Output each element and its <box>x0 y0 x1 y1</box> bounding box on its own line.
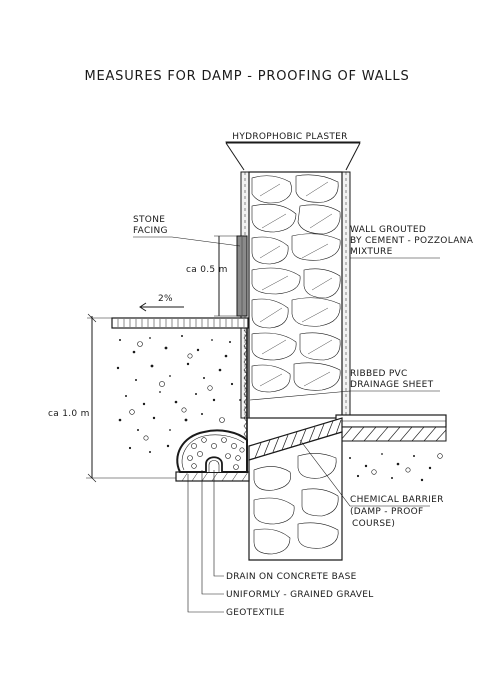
label-slope: 2% <box>158 294 173 304</box>
label-wall-grouted-2: BY CEMENT - POZZOLANA <box>350 236 474 246</box>
label-stone-facing-2: FACING <box>133 226 168 236</box>
drain-pipe <box>205 456 223 472</box>
interior-floor <box>335 414 447 482</box>
label-hydrophobic-plaster: HYDROPHOBIC PLASTER <box>232 132 347 142</box>
label-height-0-5: ca 0.5 m <box>186 265 228 275</box>
dimension-0-5m <box>214 235 238 317</box>
label-ribbed-pvc-2: DRAINAGE SHEET <box>350 380 434 390</box>
dimension-1-0m <box>86 313 176 483</box>
label-chemical-barrier-2: (DAMP - PROOF <box>350 507 424 517</box>
concrete-base <box>175 471 250 482</box>
label-wall-grouted-3: MIXTURE <box>350 247 393 257</box>
label-gravel: UNIFORMLY - GRAINED GRAVEL <box>226 590 374 600</box>
label-geotextile: GEOTEXTILE <box>226 608 285 618</box>
label-drain: DRAIN ON CONCRETE BASE <box>226 572 357 582</box>
label-stone-facing-1: STONE <box>133 215 165 225</box>
foundation-masonry <box>248 431 343 561</box>
exterior-pavement <box>111 317 249 329</box>
leader-chemical-barrier <box>299 439 430 507</box>
gravel-envelope <box>176 429 248 473</box>
label-height-1-0: ca 1.0 m <box>48 409 90 419</box>
label-chemical-barrier-1: CHEMICAL BARRIER <box>350 495 444 505</box>
leader-stone-facing <box>133 236 241 247</box>
label-ribbed-pvc-1: RIBBED PVC <box>350 369 408 379</box>
chemical-barrier <box>248 417 343 461</box>
plaster-hopper <box>225 141 361 171</box>
soil-circles <box>129 341 225 441</box>
masonry-wall <box>240 171 351 419</box>
leader-ribbed-pvc <box>249 390 440 401</box>
slope-arrow <box>139 302 184 312</box>
label-chemical-barrier-3: COURSE) <box>352 519 395 529</box>
label-wall-grouted-1: WALL GROUTED <box>350 225 426 235</box>
stone-facing <box>236 235 248 317</box>
diagram-title: MEASURES FOR DAMP - PROOFING OF WALLS <box>84 69 409 84</box>
bottom-leaders <box>187 470 224 613</box>
exterior-soil <box>116 335 241 453</box>
